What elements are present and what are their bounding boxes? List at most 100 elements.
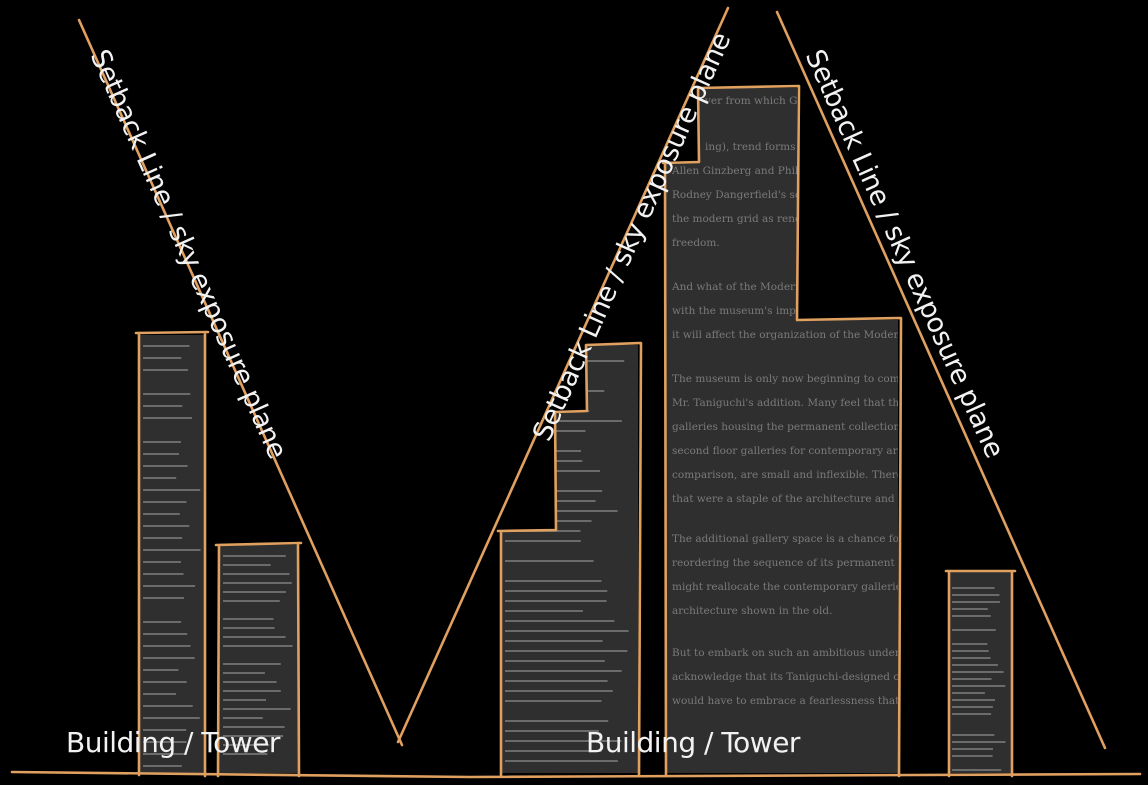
text-texture-block — [952, 587, 1006, 771]
text-texture-line — [223, 735, 284, 737]
text-texture-line — [505, 690, 613, 692]
text-texture-line — [143, 765, 182, 767]
text-texture-line — [143, 729, 187, 731]
text-texture-line — [952, 685, 1006, 687]
text-texture-line — [143, 681, 187, 683]
outline-left-tower — [134, 330, 210, 778]
document-text-line: second floor galleries for contemporary … — [672, 445, 989, 457]
text-texture-line — [223, 591, 286, 593]
document-text-line: that were a staple of the architecture a… — [672, 493, 995, 505]
text-texture-line — [505, 580, 602, 582]
text-texture-line — [223, 618, 274, 620]
document-text-line: would have to embrace a fearlessness tha… — [672, 695, 997, 707]
text-texture-line — [952, 594, 1000, 596]
document-text-line: ing), trend forms are — [705, 141, 816, 153]
document-text-line: And what of the Modern? For — [671, 281, 830, 293]
text-texture-line — [223, 681, 277, 683]
document-text-line: with the museum's improvement — [672, 305, 847, 317]
document-text-line: Allen Ginzberg and Philip L. Good — [671, 165, 853, 177]
text-texture-line — [223, 726, 285, 728]
text-texture-line — [952, 741, 1006, 743]
text-texture-line — [143, 657, 195, 659]
setback-line-center — [396, 6, 730, 744]
document-text-line: reordering the sequence of its permanent… — [672, 557, 1003, 569]
text-texture-line — [505, 560, 594, 562]
text-texture-line — [505, 450, 581, 452]
text-texture-line — [143, 441, 181, 443]
text-texture-line — [952, 713, 992, 715]
text-texture-line — [223, 564, 271, 566]
text-texture-line — [223, 708, 291, 710]
text-texture-block — [143, 345, 201, 767]
document-text-line: galleries housing the permanent collecti… — [672, 421, 994, 433]
text-texture-line — [223, 690, 281, 692]
text-texture-line — [223, 672, 265, 674]
text-texture-line — [223, 663, 281, 665]
document-text-line: Rodney Dangerfield's some addit — [672, 189, 849, 201]
building-label-right: Building / Tower — [586, 726, 800, 759]
document-text-line: The additional gallery space is a chance… — [672, 533, 999, 545]
text-texture-line — [143, 645, 191, 647]
text-texture-line — [143, 693, 177, 695]
document-text-line: comparison, are small and inflexible. Th… — [672, 469, 982, 481]
text-texture-line — [505, 460, 583, 462]
text-texture-line — [505, 610, 583, 612]
text-texture-line — [223, 582, 292, 584]
text-texture-line — [143, 597, 184, 599]
document-text-line: freedom. — [672, 237, 720, 249]
text-texture-line — [505, 730, 599, 732]
text-texture-line — [505, 590, 608, 592]
text-texture-line — [223, 744, 270, 746]
text-texture-line — [143, 525, 190, 527]
text-texture-line — [505, 720, 609, 722]
text-texture-line — [952, 692, 985, 694]
text-texture-line — [143, 705, 193, 707]
text-texture-line — [143, 633, 188, 635]
text-texture-line — [505, 540, 581, 542]
document-text-line: The museum is only now beginning to come… — [672, 373, 992, 385]
text-texture-line — [505, 500, 596, 502]
text-texture-line — [952, 769, 1002, 771]
text-texture-line — [505, 420, 622, 422]
text-texture-line — [952, 615, 991, 617]
text-texture-line — [143, 465, 188, 467]
setback-line-right — [775, 10, 1107, 750]
building-label-left: Building / Tower — [66, 726, 280, 759]
text-texture-line — [952, 657, 991, 659]
text-texture-line — [952, 664, 998, 666]
text-texture-line — [505, 680, 608, 682]
document-text-line: Mr. Taniguchi's addition. Many feel that… — [672, 397, 993, 409]
text-texture-line — [505, 630, 629, 632]
setback-line-left — [77, 18, 404, 747]
text-texture-line — [952, 601, 1000, 603]
text-texture-line — [223, 645, 293, 647]
text-texture-line — [143, 405, 183, 407]
text-texture-line — [952, 748, 993, 750]
text-texture-line — [952, 678, 992, 680]
document-text-line: acknowledge that its Taniguchi-designed … — [672, 671, 1000, 683]
document-text-line: ver from which Gurls — [704, 95, 818, 107]
building-tall-tower — [665, 88, 898, 773]
text-texture-line — [143, 489, 201, 491]
text-texture-line — [952, 734, 995, 736]
outline-right-small — [944, 569, 1017, 778]
text-texture-line — [505, 520, 592, 522]
text-texture-line — [505, 750, 602, 752]
outline-center-stepped — [496, 341, 643, 778]
text-texture-line — [143, 549, 201, 551]
text-texture-line — [223, 753, 268, 755]
text-texture-line — [223, 636, 286, 638]
text-texture-line — [952, 706, 993, 708]
text-texture-line — [143, 717, 200, 719]
text-texture-line — [143, 393, 191, 395]
text-texture-line — [505, 660, 605, 662]
text-texture-line — [505, 640, 603, 642]
text-texture-line — [143, 585, 196, 587]
building-center-stepped — [501, 345, 638, 773]
document-text-line: the modern grid as rendering s — [672, 213, 839, 225]
text-texture-line — [143, 513, 180, 515]
ground-line — [10, 770, 1142, 779]
text-texture-line — [505, 510, 618, 512]
text-texture-line — [143, 501, 187, 503]
